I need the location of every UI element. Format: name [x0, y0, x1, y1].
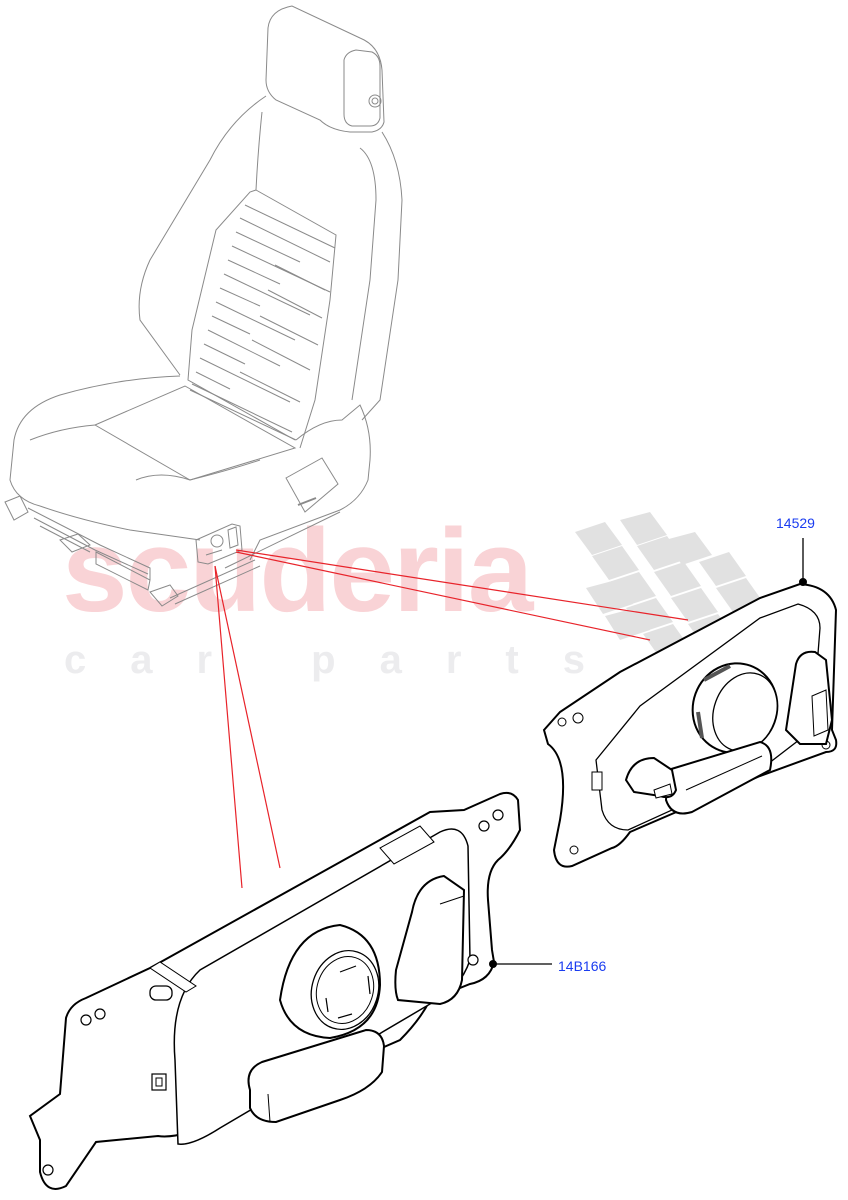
seat-lever [247, 1028, 386, 1124]
backrest [138, 95, 403, 449]
seat-track [4, 495, 341, 607]
seat-side-switch-panel [195, 523, 243, 565]
switch-pack-upper [542, 578, 838, 868]
leader-lines [214, 549, 689, 889]
seat-lever [624, 740, 773, 815]
backrest-rocker [784, 650, 834, 745]
seat-cushion [9, 375, 371, 561]
callout-14b166[interactable]: 14B166 [558, 958, 607, 974]
backrest-rocker [394, 874, 466, 1006]
rotary-knob [691, 662, 779, 754]
switch-pack-lower [28, 791, 522, 1190]
callout-14529[interactable]: 14529 [776, 515, 815, 531]
seat-assembly [4, 5, 403, 607]
headrest [265, 5, 385, 133]
watermark-tagline: car parts [64, 638, 629, 682]
rotary-knob [278, 923, 382, 1040]
